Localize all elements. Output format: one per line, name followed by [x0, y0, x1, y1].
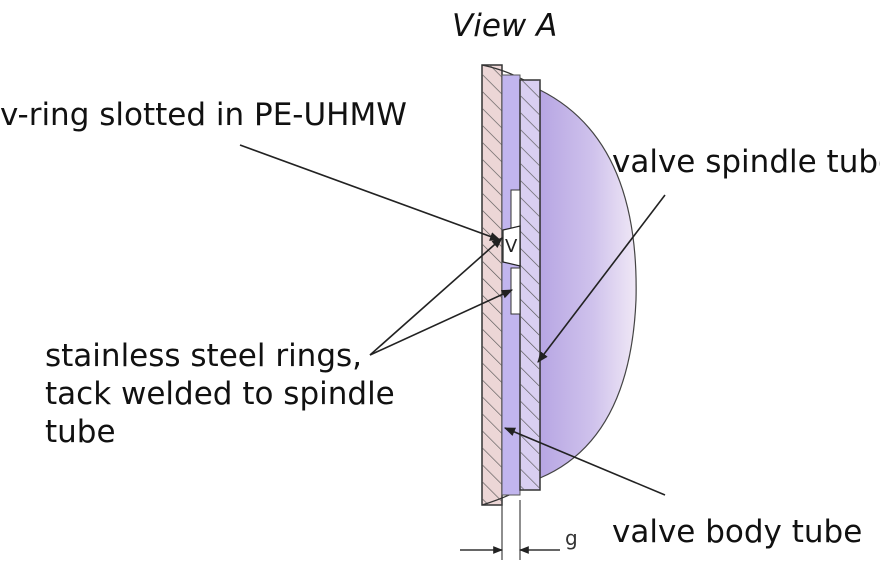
v-ring-glyph: V [505, 236, 518, 257]
steel-rings-label-line2: tack welded to spindle [45, 376, 395, 412]
view-title: View A [452, 8, 558, 44]
steel-rings-leader-2 [369, 289, 514, 356]
valve-spindle-tube-label: valve spindle tube [612, 144, 880, 180]
v-ring-shape [502, 225, 521, 267]
steel-rings-leader-1 [369, 237, 503, 356]
steel-rings-label: stainless steel rings, tack welded to sp… [45, 337, 395, 451]
v-ring-label: v-ring slotted in PE-UHMW [0, 97, 407, 133]
steel-rings-label-line3: tube [45, 414, 116, 450]
stainless-ring-lower [510, 267, 521, 315]
body-tube-leader [503, 427, 666, 496]
v-ring-leader [239, 144, 502, 241]
stainless-ring-upper [510, 189, 521, 231]
gap-label: g [565, 526, 578, 550]
steel-rings-label-line1: stainless steel rings, [45, 338, 363, 374]
spindle-tube-leader [537, 194, 666, 363]
valve-spindle-tube-shape [539, 89, 637, 479]
valve-body-tube-label: valve body tube [612, 514, 863, 550]
